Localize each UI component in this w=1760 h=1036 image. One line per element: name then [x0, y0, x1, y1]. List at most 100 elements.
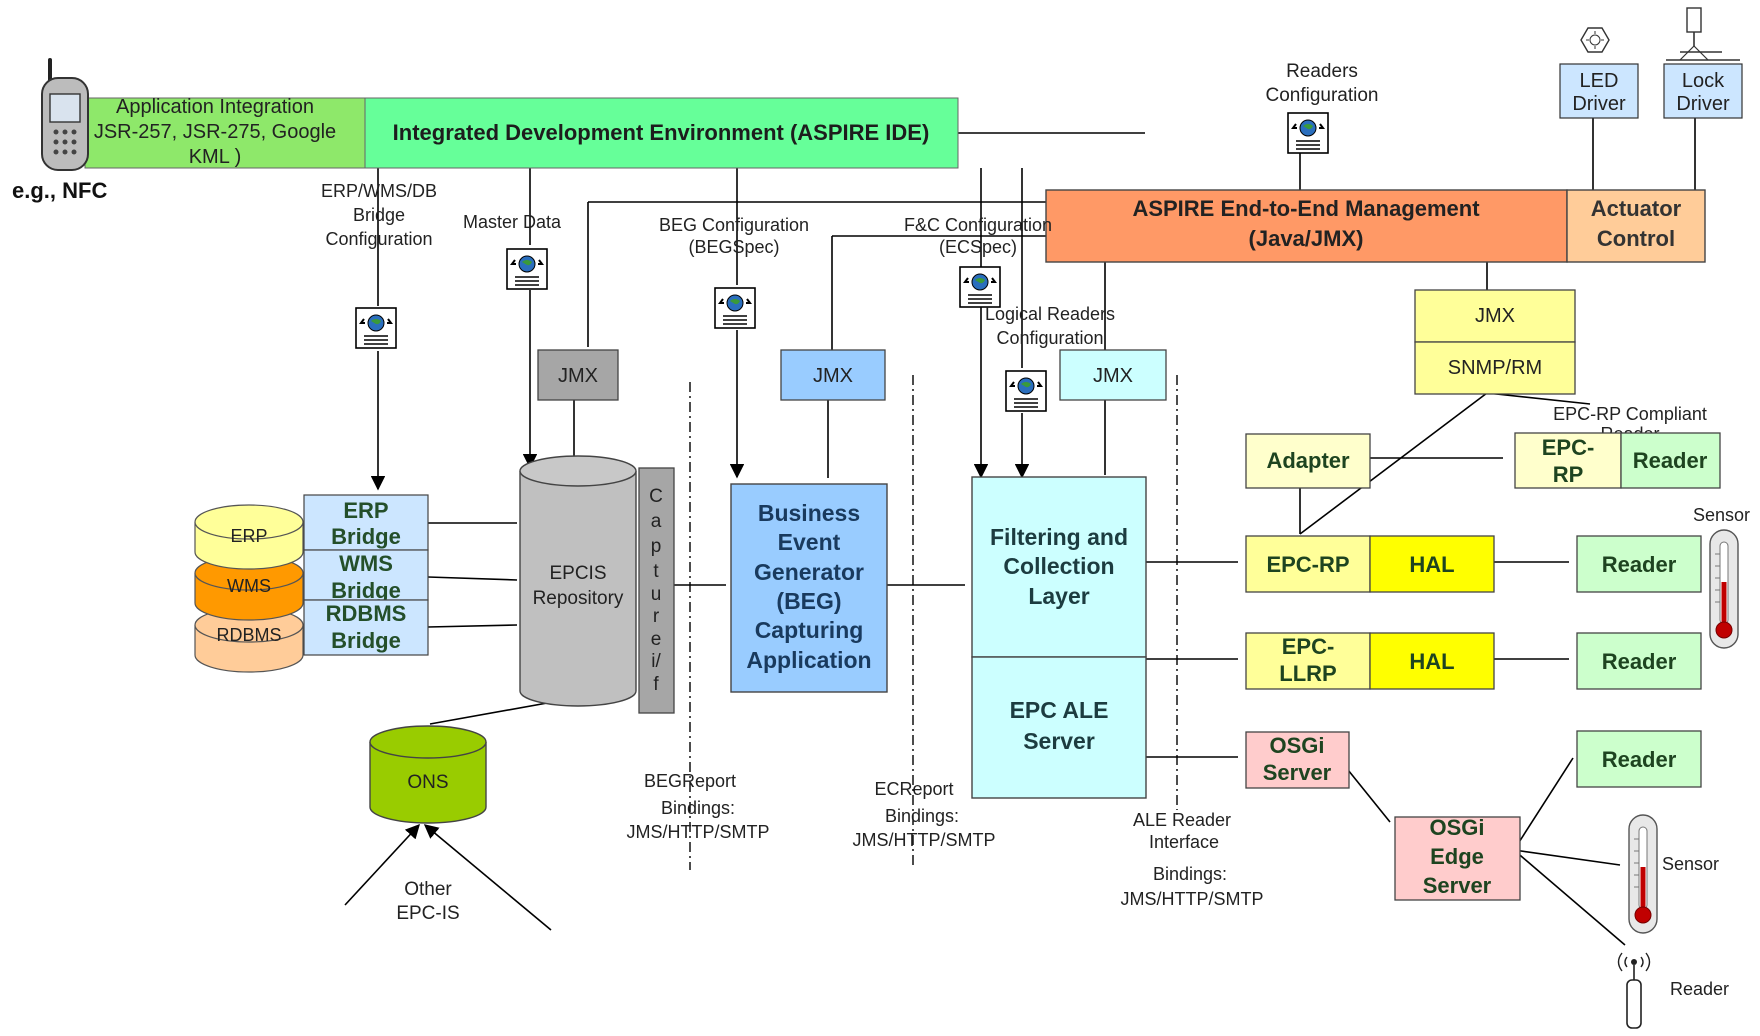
- capture-char-7: e: [651, 629, 662, 650]
- beg-report-line-2: Bindings:: [661, 798, 735, 818]
- ale-reader-line-4: JMS/HTTP/SMTP: [1121, 889, 1264, 909]
- osgi-server-line-1: OSGi: [1269, 733, 1324, 758]
- epcrp-compliant-box: EPC- RP: [1514, 432, 1622, 489]
- layer-separators: [689, 375, 1178, 870]
- jmx-blue-label: JMX: [813, 365, 853, 387]
- beg-box: Business Event Generator (BEG) Capturing…: [730, 483, 888, 693]
- capture-interface-box: C a p t u r e i/ f: [638, 467, 675, 714]
- filtering-collection-box: Filtering and Collection Layer: [971, 476, 1147, 658]
- mobile-phone-icon: [41, 58, 89, 171]
- wms-database: WMS: [194, 555, 304, 621]
- xml-document-icon: [1005, 370, 1047, 412]
- lock-driver-box: Lock Driver: [1663, 63, 1743, 119]
- thermometer-sensor-icon: [1628, 814, 1658, 934]
- osgi-edge-line-2: Edge: [1430, 844, 1484, 869]
- jmx-snmp-box: JMX SNMP/RM: [1414, 289, 1576, 395]
- logical-readers-line-2: Configuration: [996, 328, 1103, 348]
- xml-document-icon: [714, 287, 756, 329]
- adapter-label: Adapter: [1266, 448, 1350, 473]
- osgi-server-box: OSGi Server: [1245, 731, 1350, 789]
- xml-document-icon: [506, 248, 548, 290]
- master-data-label: Master Data: [463, 212, 562, 232]
- readers-config-line-2: Configuration: [1265, 85, 1378, 106]
- app-integration-box: Application Integration JSR-257, JSR-275…: [84, 96, 366, 169]
- fc-line-2: Collection: [1003, 553, 1114, 579]
- erp-bridge-line-1: ERP: [343, 498, 388, 523]
- fc-line-3: Layer: [1028, 583, 1089, 609]
- jmx-cyan-box: JMX: [1059, 349, 1167, 401]
- xml-document-icon: [959, 266, 1001, 308]
- beg-line-4: (BEG): [776, 588, 841, 614]
- epcrp-top-line-1: EPC-: [1542, 435, 1595, 460]
- adapter-box: Adapter: [1245, 433, 1371, 489]
- ale-reader-line-3: Bindings:: [1153, 864, 1227, 884]
- beg-config-line-1: BEG Configuration: [659, 215, 809, 235]
- xml-document-icon: [1287, 112, 1329, 154]
- epcrp-box: EPC-RP: [1245, 535, 1371, 593]
- capture-char-8: i/: [651, 651, 661, 672]
- capture-char-6: r: [653, 606, 660, 627]
- ec-report-line-3: JMS/HTTP/SMTP: [853, 830, 996, 850]
- beg-line-3: Generator: [754, 559, 864, 585]
- thermometer-sensor-icon: [1709, 529, 1739, 649]
- beg-report-line-3: JMS/HTTP/SMTP: [627, 822, 770, 842]
- epcis-line-2: Repository: [533, 588, 624, 609]
- actuator-line-1: Actuator: [1591, 196, 1682, 221]
- wms-db-label: WMS: [227, 576, 271, 596]
- ale-reader-line-2: Interface: [1149, 832, 1219, 852]
- wms-bridge-line-1: WMS: [339, 551, 393, 576]
- capture-char-2: a: [651, 511, 662, 532]
- rdbms-bridge-box: RDBMS Bridge: [303, 599, 429, 656]
- jmx-blue-box: JMX: [780, 349, 886, 401]
- reader-top-label: Reader: [1633, 448, 1708, 473]
- other-epcis-line-2: EPC-IS: [396, 903, 459, 924]
- management-line-2: (Java/JMX): [1249, 226, 1364, 251]
- erp-config-line-2: Bridge: [353, 205, 405, 225]
- erp-bridge-box: ERP Bridge: [303, 494, 429, 551]
- osgi-edge-line-1: OSGi: [1429, 815, 1484, 840]
- actuator-line-2: Control: [1597, 226, 1675, 251]
- wms-bridge-box: WMS Bridge: [303, 549, 429, 603]
- jmx-cyan-label: JMX: [1093, 365, 1133, 387]
- ale-server-box: EPC ALE Server: [971, 656, 1147, 799]
- beg-line-1: Business: [758, 500, 860, 526]
- sensor-top-label: Sensor: [1693, 505, 1750, 525]
- app-integration-line-3: KML ): [189, 146, 242, 168]
- lock-driver-line-2: Driver: [1676, 93, 1730, 115]
- epcis-repository: EPCIS Repository: [519, 455, 637, 707]
- ale-line-1: EPC ALE: [1010, 697, 1109, 723]
- ec-report-line-2: Bindings:: [885, 806, 959, 826]
- wms-bridge-line-2: Bridge: [331, 578, 401, 603]
- rdbms-bridge-line-1: RDBMS: [326, 601, 407, 626]
- erp-database: ERP: [194, 504, 304, 570]
- reader-antenna-label: Reader: [1670, 979, 1729, 999]
- reader-top-box: Reader: [1620, 432, 1721, 489]
- ons-database: ONS: [369, 725, 487, 824]
- beg-line-6: Application: [746, 647, 871, 673]
- reader1-label: Reader: [1602, 552, 1677, 577]
- capture-char-1: C: [649, 486, 663, 507]
- hal2-label: HAL: [1409, 649, 1454, 674]
- management-line-1: ASPIRE End-to-End Management: [1132, 196, 1480, 221]
- hal-box-2: HAL: [1369, 632, 1495, 690]
- jmx-gray-label: JMX: [558, 365, 598, 387]
- lock-driver-line-1: Lock: [1682, 70, 1725, 92]
- capture-char-9: f: [653, 674, 659, 695]
- erp-bridge-line-2: Bridge: [331, 524, 401, 549]
- beg-line-2: Event: [778, 529, 841, 555]
- capture-char-4: t: [653, 561, 659, 582]
- actuator-control-box: Actuator Control: [1566, 189, 1706, 263]
- beg-report-line-1: BEGReport: [644, 771, 736, 791]
- ide-title: Integrated Development Environment (ASPI…: [393, 120, 930, 145]
- erp-config-line-1: ERP/WMS/DB: [321, 181, 437, 201]
- reader-box-2: Reader: [1576, 632, 1702, 690]
- beg-line-5: Capturing: [755, 617, 864, 643]
- other-epcis-line-1: Other: [404, 879, 452, 900]
- reader-box-3: Reader: [1576, 730, 1702, 788]
- mgmt-jmx-label: JMX: [1475, 305, 1515, 327]
- sensor-bottom-label: Sensor: [1662, 854, 1719, 874]
- connector-lines: [344, 118, 1696, 946]
- epcllrp-line-2: LLRP: [1279, 661, 1336, 686]
- epcrp-top-line-2: RP: [1553, 462, 1584, 487]
